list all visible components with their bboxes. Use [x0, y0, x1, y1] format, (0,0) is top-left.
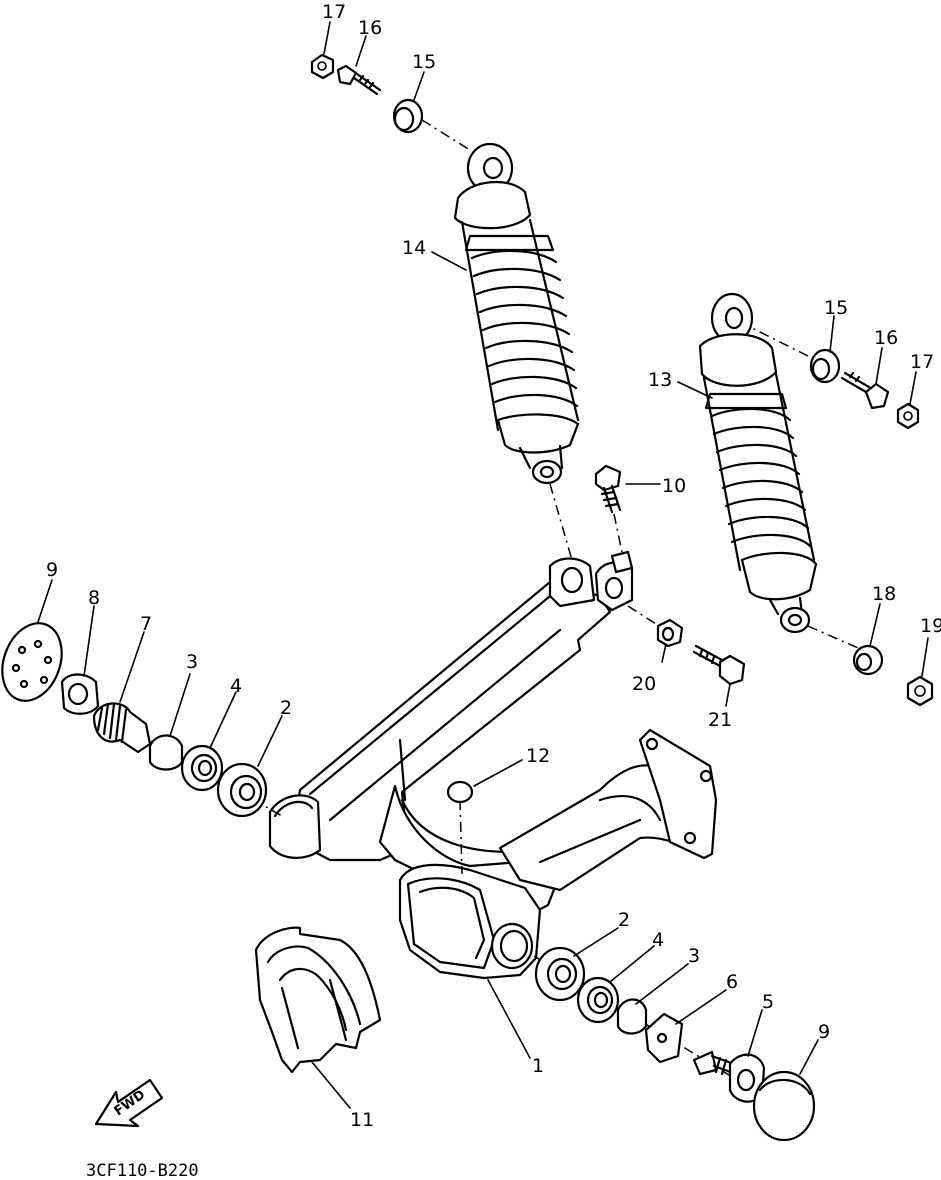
callout-19: 19 — [920, 615, 941, 637]
callout-5: 5 — [762, 991, 774, 1013]
callout-labels: 17 16 15 14 15 16 17 13 10 9 8 7 18 19 3… — [46, 1, 941, 1131]
callout-18: 18 — [872, 583, 896, 605]
collar-18 — [852, 644, 884, 676]
callout-10: 10 — [662, 475, 686, 497]
lock-plate-6 — [644, 1012, 684, 1064]
collar-20 — [656, 618, 684, 648]
callout-2-right: 2 — [618, 909, 630, 931]
callout-17-top: 17 — [322, 1, 346, 23]
callout-15-right: 15 — [824, 297, 848, 319]
callout-13: 13 — [648, 369, 672, 391]
callout-7: 7 — [140, 613, 152, 635]
collar-15-top — [392, 98, 424, 134]
nut-17-top — [310, 53, 335, 80]
spacer-3-left — [148, 734, 184, 771]
callout-9-right: 9 — [818, 1021, 830, 1043]
seal-4-left — [180, 744, 224, 792]
callout-11: 11 — [350, 1109, 374, 1131]
cap-9-right — [752, 1070, 816, 1142]
callout-16-top: 16 — [358, 17, 382, 39]
callout-4-left: 4 — [230, 675, 242, 697]
spacer-3-right — [616, 998, 648, 1035]
chain-guard-11 — [254, 926, 382, 1074]
callout-1: 1 — [532, 1055, 544, 1077]
nut-8 — [60, 673, 100, 715]
callout-21: 21 — [708, 709, 732, 731]
callout-3-left: 3 — [186, 651, 198, 673]
callout-16-right: 16 — [874, 327, 898, 349]
shock-absorber-13 — [698, 292, 818, 634]
bearing-2-left — [216, 762, 268, 818]
swingarm-1 — [268, 550, 718, 980]
callout-17-right: 17 — [910, 351, 934, 373]
callout-4-right: 4 — [652, 929, 664, 951]
leader-lines — [37, 21, 929, 1109]
nut-19 — [906, 675, 934, 707]
callout-6: 6 — [726, 971, 738, 993]
diagram-code: 3CF110-B220 — [86, 1161, 199, 1180]
callout-12: 12 — [526, 745, 550, 767]
bolt-16-top — [336, 64, 382, 96]
collar-15-right — [809, 348, 841, 384]
callout-14: 14 — [402, 237, 426, 259]
bolt-10 — [594, 464, 622, 514]
bolt-16-right — [840, 371, 890, 410]
bolt-21 — [692, 644, 746, 686]
pivot-bolt-5 — [692, 1050, 766, 1103]
callout-20: 20 — [632, 673, 656, 695]
bearing-2-right — [534, 946, 586, 1002]
nut-17-right — [896, 402, 920, 430]
callout-2-left: 2 — [280, 697, 292, 719]
pivot-shaft-7 — [92, 702, 152, 754]
callout-9-left: 9 — [46, 559, 58, 581]
callout-15-top: 15 — [412, 51, 436, 73]
cap-12 — [446, 780, 474, 804]
callout-8: 8 — [88, 587, 100, 609]
forward-arrow-icon: FWD — [94, 1078, 164, 1128]
callout-3-right: 3 — [688, 945, 700, 967]
cap-9-left — [1, 622, 63, 702]
shock-absorber-14 — [453, 142, 580, 485]
seal-4-right — [576, 976, 620, 1024]
